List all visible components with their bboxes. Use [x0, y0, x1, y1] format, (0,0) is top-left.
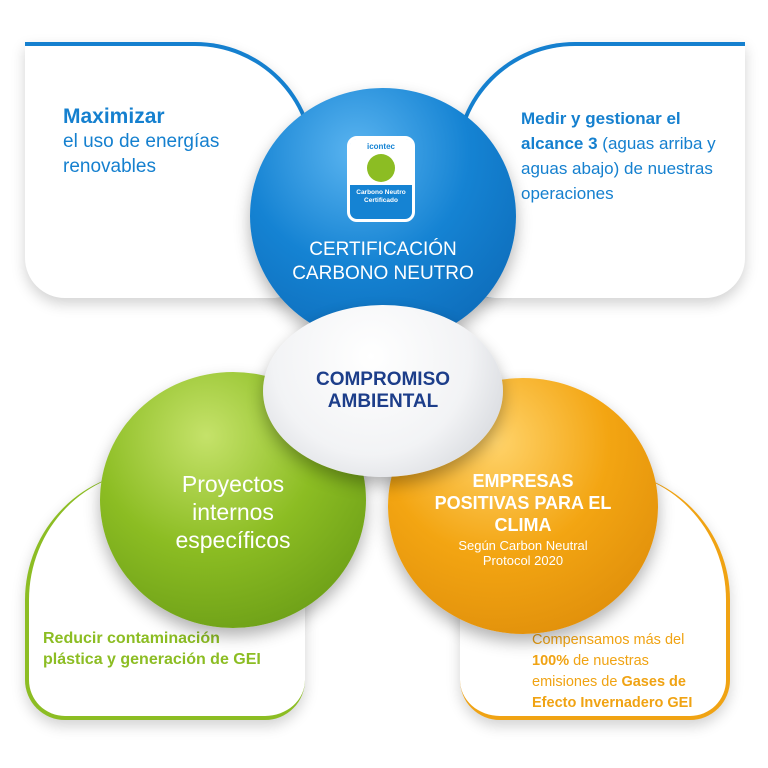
circle-title: Proyectos internos específicos [175, 471, 291, 553]
center-title: COMPROMISO AMBIENTAL [315, 369, 451, 412]
card-scope-3: Medir y gestionar el alcance 3 (aguas ar… [455, 42, 745, 298]
t2: de nuestras emisiones de [532, 653, 649, 690]
card-text: Medir y gestionar el alcance 3 (aguas ar… [521, 106, 739, 206]
icontec-badge-icon: icontec Carbono Neutro Certificado [347, 136, 415, 222]
percent: 100% [532, 653, 570, 669]
card-heading: Medir y gestionar el alcance 3 [521, 109, 681, 153]
card-body: (aguas arriba y aguas abajo) de nuestras… [521, 134, 716, 203]
badge-brand: icontec [366, 142, 395, 151]
card-text: Compensamos más del 100% de nuestras emi… [532, 630, 717, 714]
card-text: Reducir contaminación plástica y generac… [43, 630, 261, 668]
ghg: Gases de Efecto Invernadero GEI [532, 674, 693, 711]
circle-subtitle: Según Carbon Neutral Protocol 2020 [458, 538, 588, 568]
card-text: el uso de energías renovables [63, 131, 220, 177]
badge-text: Carbono Neutro Certificado [356, 189, 406, 204]
leaf-icon [367, 154, 395, 182]
circle-title: CERTIFICACIÓN CARBONO NEUTRO [292, 239, 474, 284]
circle-title: EMPRESAS POSITIVAS PARA EL CLIMA [434, 471, 612, 535]
card-heading: Maximizar [63, 105, 165, 128]
center-commitment: COMPROMISO AMBIENTAL [263, 305, 503, 477]
circle-carbon-neutral: icontec Carbono Neutro Certificado CERTI… [250, 88, 516, 344]
t1: Compensamos más del [532, 632, 685, 648]
